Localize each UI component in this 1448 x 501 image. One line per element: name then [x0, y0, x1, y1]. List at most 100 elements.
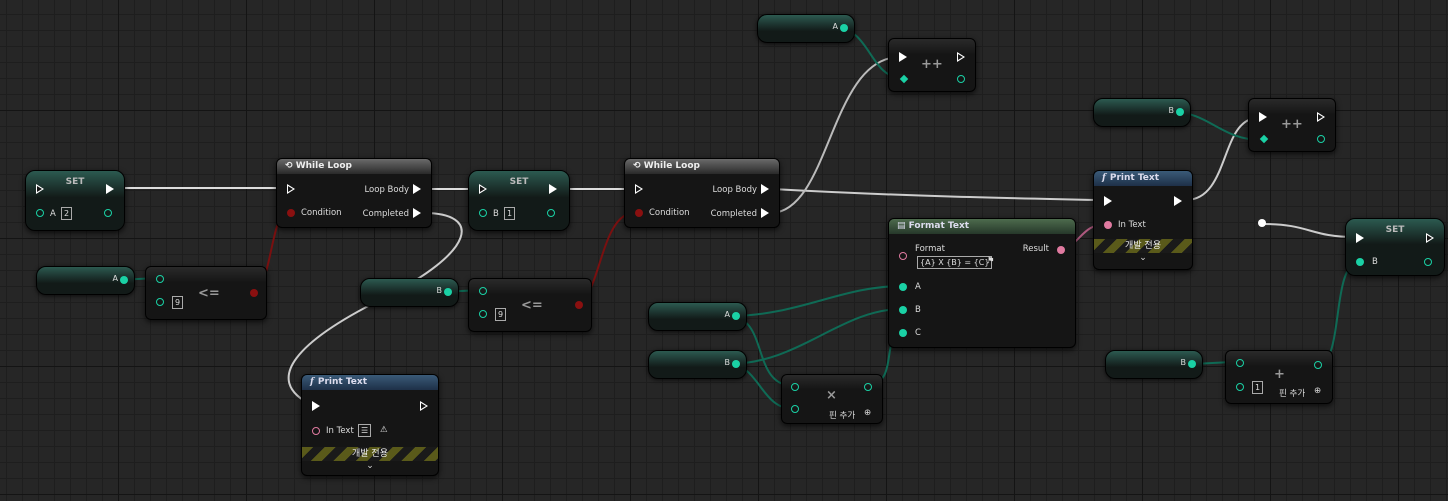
chevron-down-icon[interactable]: ⌄ — [366, 461, 374, 471]
a-in-pin[interactable] — [479, 287, 487, 295]
get-a-top-node[interactable]: A — [757, 14, 855, 43]
b-out-pin[interactable] — [1176, 108, 1184, 116]
get-b-node-2[interactable]: B — [648, 350, 747, 379]
exec-out-pin[interactable] — [1426, 233, 1434, 243]
value-field[interactable]: 1 — [504, 207, 516, 220]
loop-body-pin[interactable] — [413, 184, 421, 194]
exec-in-pin[interactable] — [635, 184, 643, 194]
less-equal-node-1[interactable]: 9 <= — [145, 266, 267, 320]
exec-out-pin[interactable] — [106, 184, 114, 194]
a-in-pin[interactable] — [1236, 359, 1244, 367]
get-b-node[interactable]: B — [360, 278, 459, 307]
exec-out-pin[interactable] — [420, 401, 428, 411]
set-b-node[interactable]: SET B 1 — [468, 170, 570, 231]
format-value-field[interactable]: {A} X {B} = {C} — [917, 256, 993, 269]
set-b-node-2[interactable]: SET B — [1345, 218, 1445, 276]
get-a-node[interactable]: A — [36, 266, 135, 295]
value-field[interactable]: 9 — [495, 308, 507, 321]
exec-in-pin[interactable] — [1259, 112, 1267, 122]
completed-pin[interactable] — [761, 208, 769, 218]
multiply-node[interactable]: × 핀 추가 ⊕ — [781, 374, 883, 424]
format-text-node[interactable]: ▤ Format Text Format {A} X {B} = {C} ⚑ R… — [888, 218, 1076, 348]
value-field[interactable]: 9 — [172, 296, 184, 309]
while-loop-node-1[interactable]: ⟲ While Loop Loop Body Condition Complet… — [276, 158, 432, 228]
a-out-pin[interactable] — [840, 24, 848, 32]
b-out-pin[interactable] — [1188, 360, 1196, 368]
add-pin-icon[interactable]: ⊕ — [864, 408, 872, 418]
exec-in-pin[interactable] — [1356, 233, 1364, 243]
exec-in-pin[interactable] — [1104, 196, 1112, 206]
add-pin-icon[interactable]: ⊕ — [1314, 386, 1322, 396]
exec-out-pin[interactable] — [549, 184, 557, 194]
exec-in-pin[interactable] — [479, 184, 487, 194]
value-field[interactable]: 2 — [61, 207, 73, 220]
add-node[interactable]: 1 + 핀 추가 ⊕ — [1225, 350, 1333, 404]
exec-in-pin[interactable] — [287, 184, 295, 194]
chevron-down-icon[interactable]: ⌄ — [1139, 253, 1147, 263]
completed-pin[interactable] — [413, 208, 421, 218]
increment-a-node[interactable]: ++ — [888, 38, 976, 92]
get-a-node-2[interactable]: A — [648, 302, 747, 331]
a-in-pin[interactable] — [899, 74, 909, 84]
a-in-pin[interactable] — [791, 383, 799, 391]
a-in-pin[interactable] — [156, 275, 164, 283]
condition-pin[interactable] — [287, 209, 295, 217]
while-loop-node-2[interactable]: ⟲ While Loop Loop Body Condition Complet… — [624, 158, 780, 228]
var-label: B — [1372, 257, 1378, 267]
text-field-icon[interactable]: ☰ — [358, 424, 372, 437]
b-out-pin[interactable] — [732, 360, 740, 368]
in-text-pin[interactable] — [312, 427, 320, 435]
exec-in-pin[interactable] — [36, 184, 44, 194]
format-pin[interactable] — [899, 252, 907, 260]
b-in-pin[interactable] — [156, 298, 164, 306]
flag-icon[interactable]: ⚑ — [987, 256, 995, 266]
add-pin-label[interactable]: 핀 추가 — [829, 411, 856, 421]
exec-in-pin[interactable] — [899, 52, 907, 62]
node-title: SET — [509, 177, 529, 187]
condition-label: Condition — [649, 208, 690, 218]
b-in-pin[interactable] — [1356, 258, 1364, 266]
b-in-pin[interactable] — [899, 306, 907, 314]
result-pin[interactable] — [575, 301, 583, 309]
result-pin[interactable] — [250, 289, 258, 297]
reroute-node[interactable] — [1258, 219, 1266, 227]
result-pin[interactable] — [1057, 246, 1065, 254]
node-title: Print Text — [1109, 173, 1159, 183]
a-in-pin[interactable] — [36, 209, 44, 217]
in-text-pin[interactable] — [1104, 221, 1112, 229]
b-out-pin[interactable] — [547, 209, 555, 217]
condition-pin[interactable] — [635, 209, 643, 217]
result-pin[interactable] — [864, 383, 872, 391]
get-b-node-3[interactable]: B — [1105, 350, 1203, 379]
set-a-node[interactable]: SET A 2 — [25, 170, 125, 231]
increment-b-node[interactable]: ++ — [1248, 98, 1336, 152]
format-label: Format — [915, 244, 945, 254]
c-in-pin[interactable] — [899, 329, 907, 337]
warning-icon: ⚠ — [380, 425, 388, 435]
result-pin[interactable] — [957, 75, 965, 83]
b-in-pin[interactable] — [1259, 134, 1269, 144]
result-pin[interactable] — [1317, 135, 1325, 143]
b-in-pin[interactable] — [479, 310, 487, 318]
b-in-pin[interactable] — [1236, 383, 1244, 391]
result-pin[interactable] — [1314, 361, 1322, 369]
a-out-pin[interactable] — [732, 312, 740, 320]
exec-out-pin[interactable] — [1317, 112, 1325, 122]
a-out-pin[interactable] — [120, 276, 128, 284]
a-in-pin[interactable] — [899, 283, 907, 291]
exec-out-pin[interactable] — [957, 52, 965, 62]
loop-body-pin[interactable] — [761, 184, 769, 194]
b-out-pin[interactable] — [444, 288, 452, 296]
exec-out-pin[interactable] — [1174, 196, 1182, 206]
a-out-pin[interactable] — [104, 209, 112, 217]
add-pin-label[interactable]: 핀 추가 — [1279, 389, 1306, 399]
b-out-pin[interactable] — [1424, 258, 1432, 266]
get-b-top-node[interactable]: B — [1093, 98, 1191, 127]
b-in-pin[interactable] — [479, 209, 487, 217]
value-field[interactable]: 1 — [1252, 381, 1264, 394]
exec-in-pin[interactable] — [312, 401, 320, 411]
less-equal-node-2[interactable]: 9 <= — [468, 278, 592, 332]
b-in-pin[interactable] — [791, 405, 799, 413]
